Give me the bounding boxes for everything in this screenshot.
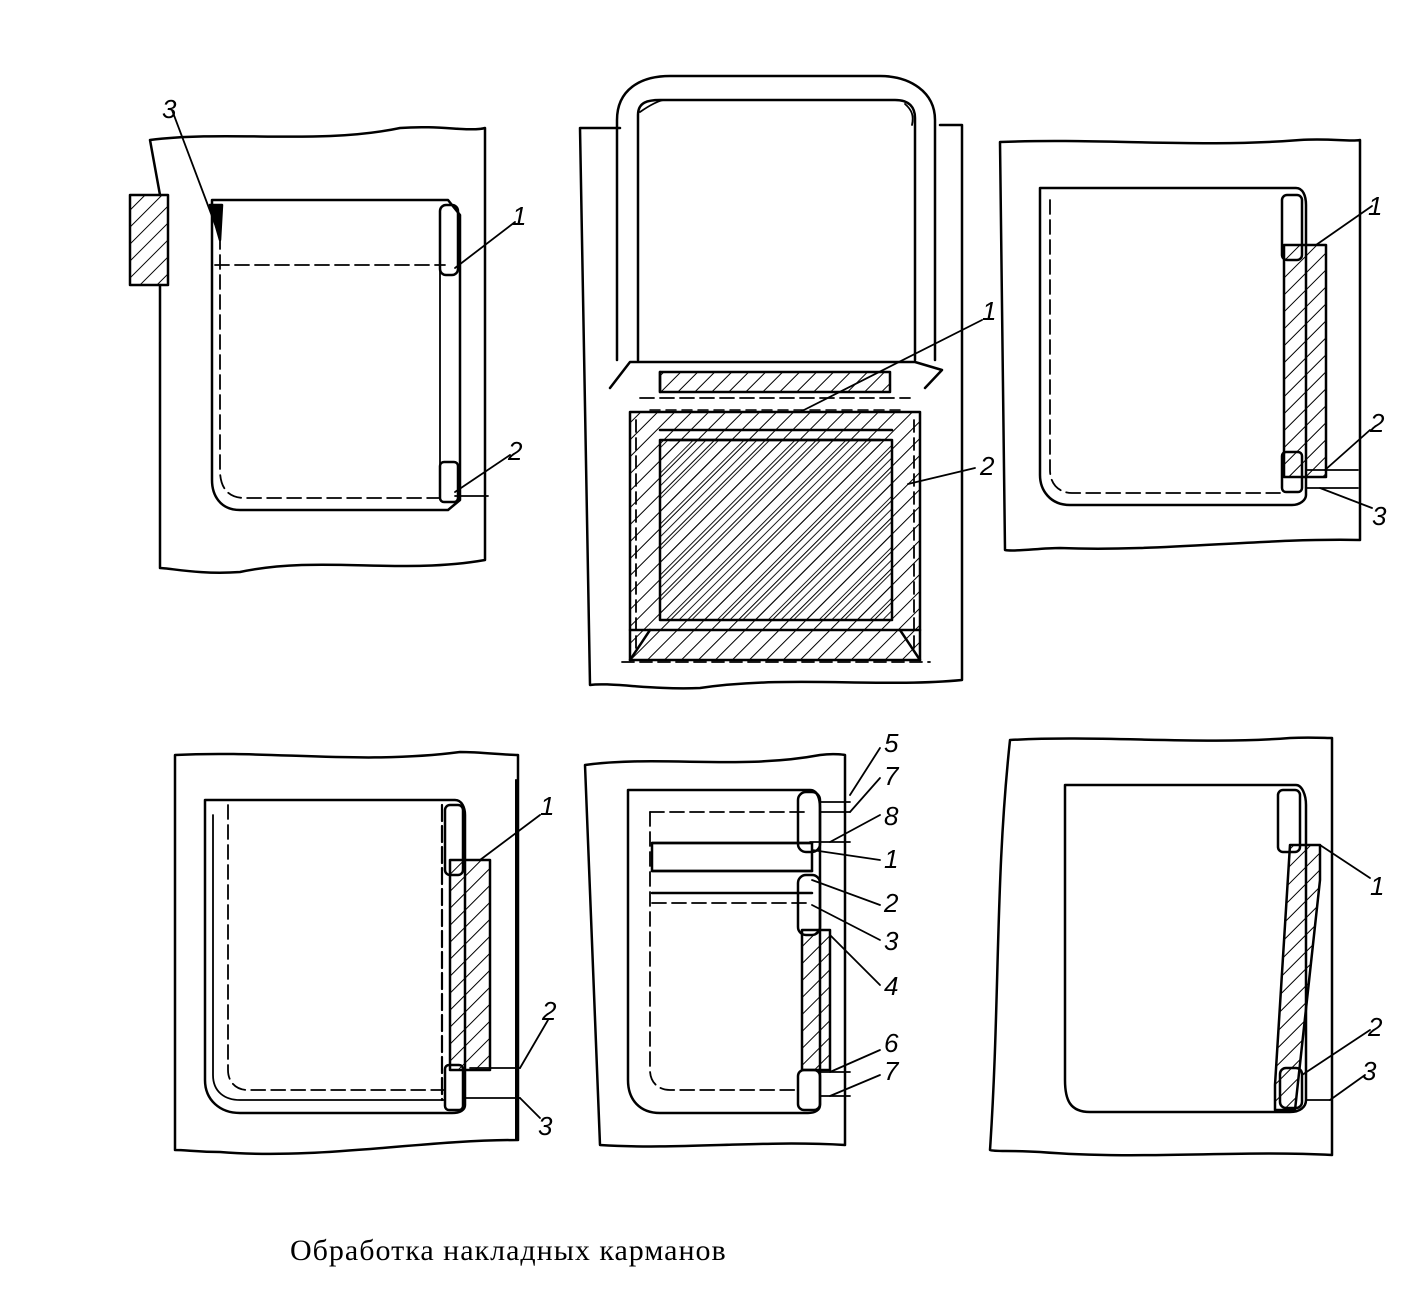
leader-3 [1319, 487, 1373, 509]
figure-6 [988, 736, 1371, 1157]
leader-1 [479, 814, 541, 861]
leader-1 [1319, 844, 1371, 879]
leader-1 [454, 221, 516, 269]
leader-3 [519, 1097, 541, 1119]
figure-4 [173, 750, 549, 1156]
callout-label: 2 [1367, 1012, 1383, 1042]
leader-3 [811, 904, 881, 941]
callout-label: 8 [884, 801, 899, 831]
callout-label: 6 [884, 1028, 899, 1058]
figure-2 [578, 74, 983, 690]
fabric-panel [998, 138, 1362, 552]
callout-label: 3 [162, 94, 177, 124]
fabric-panel [578, 123, 964, 690]
callout-label: 1 [884, 844, 898, 874]
pocket-inner [658, 438, 894, 622]
pocket-outline [203, 798, 467, 1115]
leader-7-bottom [829, 1074, 881, 1097]
pocket-outline [1063, 783, 1308, 1114]
callout-label: 1 [540, 791, 554, 821]
leader-4 [829, 934, 881, 986]
callout-label: 1 [982, 296, 996, 326]
callout-labels: 3 1 2 1 2 1 2 3 1 2 3 5 7 8 1 2 3 4 6 7 … [162, 94, 1387, 1141]
leader-3 [171, 109, 219, 233]
leader-2 [1301, 1029, 1371, 1076]
figure-1 [128, 109, 516, 574]
callout-label: 3 [1362, 1056, 1377, 1086]
hatched-facing [800, 928, 832, 1072]
callout-label: 1 [512, 201, 526, 231]
fabric-panel [583, 752, 847, 1148]
leader-2 [454, 454, 511, 493]
leader-2 [811, 879, 881, 906]
leader-5 [849, 747, 881, 796]
callout-label: 2 [507, 436, 523, 466]
callout-label: 4 [884, 971, 898, 1001]
fabric-panel [173, 750, 520, 1156]
figure-5 [583, 747, 881, 1148]
callout-label: 1 [1368, 191, 1382, 221]
callout-label: 2 [1369, 408, 1385, 438]
callout-label: 7 [884, 761, 900, 791]
fabric-panel [988, 736, 1334, 1157]
hatched-facing [1282, 243, 1328, 479]
leader-1 [1315, 205, 1373, 246]
pocket-outline [210, 198, 462, 512]
hatched-block [128, 193, 170, 287]
figure-3 [998, 138, 1373, 552]
leader-1 [799, 319, 983, 413]
callout-label: 2 [541, 996, 557, 1026]
figure-caption: Обработка накладных карманов [290, 1234, 727, 1267]
callout-label: 5 [884, 728, 899, 758]
fabric-panel [148, 125, 487, 574]
callout-label: 2 [979, 451, 995, 481]
leader-8 [829, 814, 881, 843]
hatched-strip [658, 370, 892, 394]
callout-label: 7 [884, 1056, 900, 1086]
callout-label: 3 [884, 926, 899, 956]
pocket-outline [1038, 186, 1308, 507]
callout-label: 2 [883, 888, 899, 918]
pocket-outline [626, 788, 822, 1115]
leader-6 [829, 1049, 881, 1073]
callout-label: 3 [1372, 501, 1387, 531]
leader-7-top [849, 777, 881, 813]
callout-label: 1 [1370, 871, 1384, 901]
leader-2 [1324, 429, 1371, 471]
leader-3 [1329, 1074, 1366, 1101]
leader-2 [519, 1019, 549, 1069]
leader-2 [907, 467, 976, 485]
pocket-flap-top [615, 74, 937, 362]
callout-label: 3 [538, 1111, 553, 1141]
hatched-facing [448, 858, 492, 1072]
leader-1 [811, 849, 881, 861]
